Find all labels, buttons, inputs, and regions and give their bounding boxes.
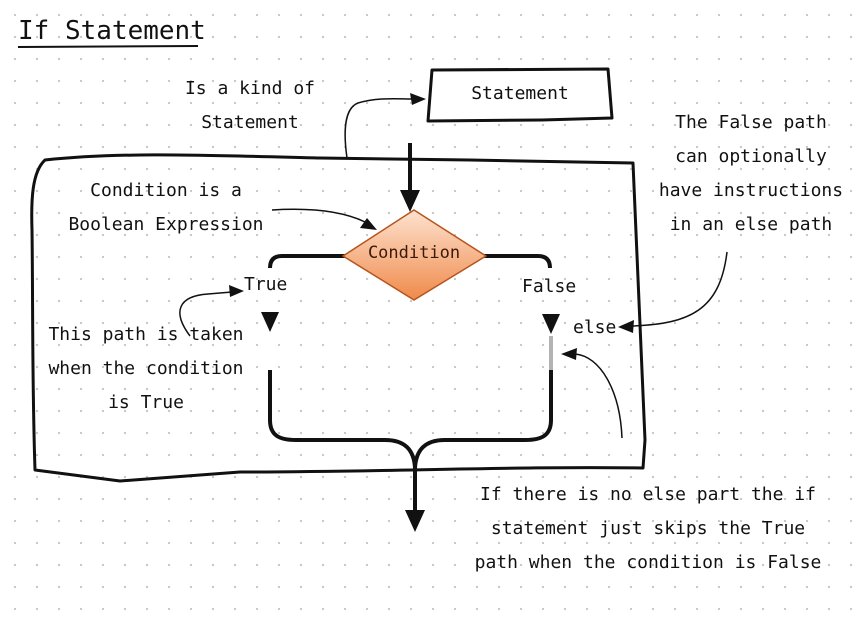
statement-box (426, 67, 614, 123)
note-true-path-line-3: is True (108, 392, 184, 413)
boolean-connector (271, 208, 366, 223)
true-merge-line (268, 370, 417, 469)
note-false-path-line-4: in an else path (669, 214, 833, 235)
true-note-arrowhead (229, 285, 244, 297)
note-true-path-line-2: when the condition (48, 358, 244, 379)
note-kind-of-line-2: Statement (201, 112, 299, 133)
else-label: else (573, 317, 617, 338)
false-branch-label: False (522, 276, 577, 297)
statement-box-label: Statement (471, 83, 569, 104)
true-path-arrowhead (261, 312, 279, 332)
note-condition-line-1: Condition is a (90, 180, 242, 201)
kind-of-connector (344, 97, 415, 159)
exit-arrowhead (405, 510, 425, 532)
note-false-path-line-1: The False path (675, 112, 827, 133)
true-note-connector (179, 291, 233, 337)
true-branch-label: True (244, 274, 288, 295)
entry-arrowhead (400, 190, 420, 212)
note-kind-of-line-1: Is a kind of (184, 78, 316, 99)
note-true-path-line-1: This path is taken (48, 324, 244, 345)
page-title: If Statement (18, 16, 206, 46)
note-no-else-line-1: If there is no else part the if (480, 484, 816, 505)
false-merge-line (413, 370, 553, 469)
kind-of-arrowhead (410, 93, 426, 105)
false-path-arrowhead (542, 314, 560, 334)
note-condition-line-2: Boolean Expression (68, 214, 264, 235)
title-underline (17, 45, 199, 48)
false-note-arrowhead (618, 320, 634, 333)
if-statement-container (30, 153, 647, 483)
note-false-path-line-2: can optionally (675, 146, 827, 167)
no-else-arrowhead (561, 348, 577, 360)
false-note-connector (631, 251, 728, 327)
false-branch-bar (484, 254, 552, 269)
condition-label: Condition (367, 243, 461, 263)
condition-diamond (342, 209, 487, 301)
note-no-else-line-2: statement just skips the True (490, 518, 806, 539)
true-branch-bar (268, 254, 345, 269)
no-else-connector (574, 353, 623, 439)
note-false-path-line-3: have instructions (658, 180, 844, 201)
note-no-else-line-3: path when the condition is False (474, 552, 822, 573)
boolean-arrowhead (360, 218, 377, 230)
